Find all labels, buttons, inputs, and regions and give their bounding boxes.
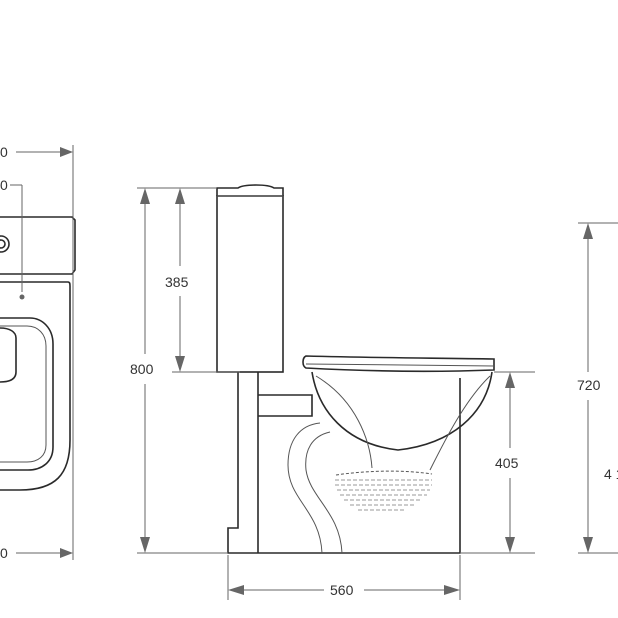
dimension-label-405: 405 xyxy=(495,455,519,471)
top-view-bowl-outer xyxy=(0,281,71,491)
side-view-dimensions: 800 385 405 560 xyxy=(130,187,535,600)
dimension-label-385: 385 xyxy=(165,274,189,290)
side-view xyxy=(216,184,495,554)
top-view-seat-opening xyxy=(0,327,17,383)
top-view-dimension-bottom: 0 xyxy=(0,545,8,561)
top-view-arrow-1 xyxy=(60,147,73,157)
bowl-inner-front xyxy=(429,375,491,471)
toilet-seat-line xyxy=(305,363,495,367)
top-view-seat-outer xyxy=(0,317,54,471)
arrow-800-top xyxy=(140,188,150,204)
bowl-outer xyxy=(311,371,493,451)
arrow-385-top xyxy=(175,188,185,204)
arrow-405-bottom xyxy=(505,537,515,553)
trapway-inner xyxy=(305,431,343,554)
dimension-label-720: 720 xyxy=(577,377,601,393)
top-view-seat-inner xyxy=(0,325,47,463)
top-view-arrow-3 xyxy=(60,548,73,558)
bowl-inner xyxy=(315,375,373,469)
arrow-560-right xyxy=(444,585,460,595)
top-view-dimension-top: 0 xyxy=(0,144,8,160)
toilet-seat xyxy=(302,355,495,373)
top-view-flush-button xyxy=(0,235,10,253)
cistern-body xyxy=(216,195,284,373)
pedestal-back xyxy=(227,372,461,554)
connector-block xyxy=(258,394,313,417)
cistern-lid xyxy=(216,184,284,196)
arrow-800-bottom xyxy=(140,537,150,553)
arrow-560-left xyxy=(228,585,244,595)
water-fill xyxy=(335,479,432,511)
dimension-label-560: 560 xyxy=(330,582,354,598)
water-surface xyxy=(335,470,433,476)
top-view-flush-button-inner xyxy=(0,239,6,249)
arrow-720-top xyxy=(583,223,593,239)
arrow-385-bottom xyxy=(175,356,185,372)
dimension-label-800: 800 xyxy=(130,361,154,377)
arrow-720-bottom xyxy=(583,537,593,553)
trapway-outer xyxy=(287,422,323,554)
top-view: 0 0 0 xyxy=(0,144,76,561)
dimension-label-right-partial: 4 1 xyxy=(604,466,618,482)
right-view-dimensions: 720 4 1 xyxy=(577,222,618,554)
top-view-cistern xyxy=(0,216,76,275)
top-view-dimension-second: 0 xyxy=(0,177,8,193)
top-view-marker xyxy=(19,294,25,300)
arrow-405-top xyxy=(505,372,515,388)
